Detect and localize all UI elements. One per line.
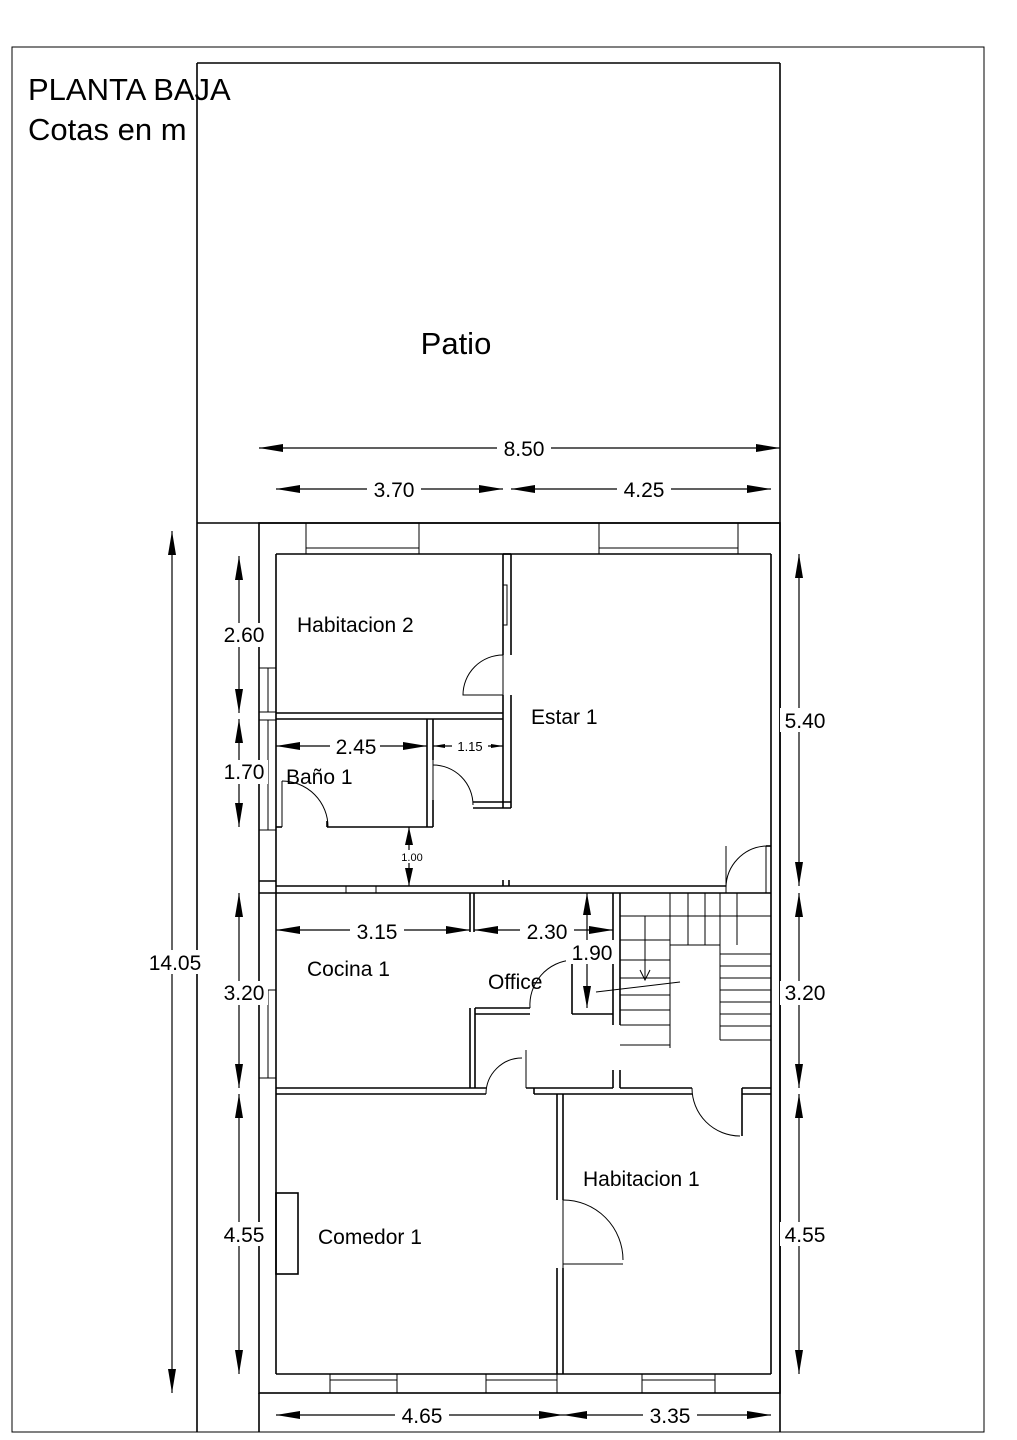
- room-label-cocina-1: Cocina 1: [307, 958, 390, 981]
- dim-right-mid-depth: 3.20: [785, 982, 826, 1005]
- dim-bano-depth: 1.70: [224, 761, 265, 784]
- interior-walls-middle: [275, 893, 771, 1374]
- dimension-lines: [168, 444, 803, 1419]
- dim-estar-depth: 5.40: [785, 710, 826, 733]
- staircase: [595, 893, 771, 1048]
- room-label-patio: Patio: [421, 326, 492, 361]
- dim-patio-left: 3.70: [374, 479, 415, 502]
- dim-comedor-depth: 4.55: [224, 1224, 265, 1247]
- dim-office-width: 2.30: [527, 921, 568, 944]
- bottom-windows: [329, 1373, 716, 1394]
- dim-bottom-right: 3.35: [650, 1405, 691, 1428]
- dim-bottom-left: 4.65: [402, 1405, 443, 1428]
- dim-patio-width: 8.50: [504, 438, 545, 461]
- room-label-bano-1: Baño 1: [286, 766, 353, 789]
- dim-hall-width: 1.15: [457, 739, 482, 754]
- plan-subtitle: Cotas en m: [28, 112, 187, 147]
- room-label-office: Office: [488, 971, 542, 994]
- patio-area: [196, 62, 781, 1432]
- dim-patio-right: 4.25: [624, 479, 665, 502]
- dim-cocina-width: 3.15: [357, 921, 398, 944]
- room-label-comedor-1: Comedor 1: [318, 1226, 422, 1249]
- sheet-border: [11, 46, 985, 1433]
- doors: [281, 654, 767, 1268]
- room-label-habitacion-2: Habitacion 2: [297, 614, 414, 637]
- dim-hab2-depth: 2.60: [224, 624, 265, 647]
- dim-right-bottom-depth: 4.55: [785, 1224, 826, 1247]
- room-label-habitacion-1: Habitacion 1: [583, 1168, 700, 1191]
- top-windows: [305, 522, 739, 555]
- dim-office-depth: 1.90: [572, 942, 613, 965]
- interior-walls-top: [259, 553, 771, 894]
- dim-bano-width: 2.45: [336, 736, 377, 759]
- left-windows: [258, 667, 277, 1079]
- dim-bano-gap: 1.00: [401, 852, 422, 864]
- plan-title: PLANTA BAJA: [28, 72, 231, 107]
- dim-cocina-depth: 3.20: [224, 982, 265, 1005]
- dim-total-depth: 14.05: [149, 952, 202, 975]
- room-label-estar-1: Estar 1: [531, 706, 598, 729]
